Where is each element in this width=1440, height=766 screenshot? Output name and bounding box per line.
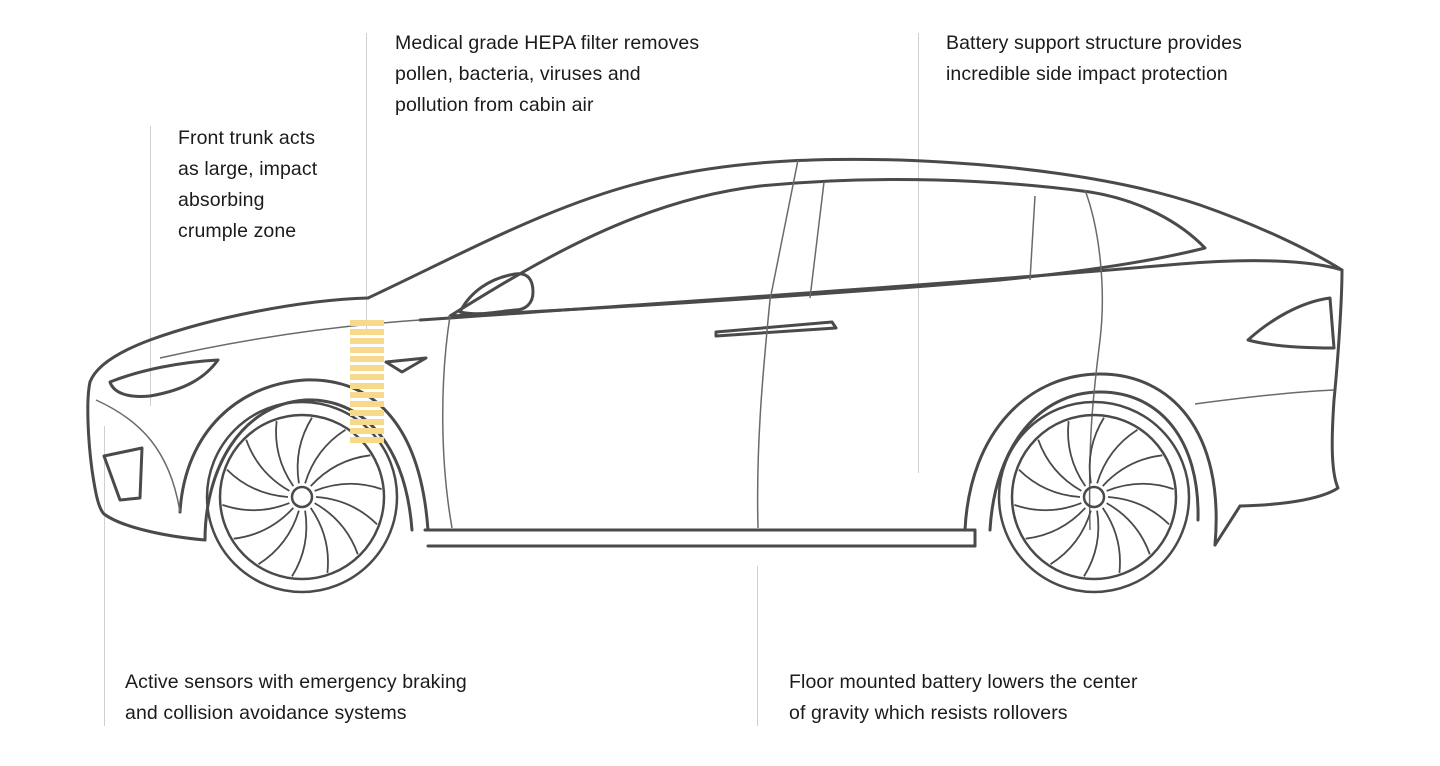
front-bumper-outline (86, 380, 207, 542)
hepa-highlight-bar (350, 356, 384, 362)
front-wheel-spoke (309, 507, 329, 573)
hood-outline (88, 296, 370, 384)
front-wheel (205, 400, 399, 594)
hepa-highlight-bar (350, 392, 384, 398)
rear-wheel-spoke (1067, 421, 1087, 487)
front-wheel-spoke (296, 417, 313, 484)
front-wheel-spoke (310, 454, 371, 487)
hepa-line-2: pollen, bacteria, viruses and (395, 63, 641, 85)
hepa-highlight-bar (350, 428, 384, 434)
hepa-highlight-bar (350, 410, 384, 416)
floor-battery-line-1: Floor mounted battery lowers the center (789, 671, 1138, 693)
front-wheel-spoke (222, 502, 290, 512)
hepa-highlight-bar (350, 347, 384, 353)
rear-wheel-spoke (1106, 482, 1174, 492)
front-trunk-leader-line (150, 126, 151, 406)
hepa-highlight-bar (350, 419, 384, 425)
active-sensors-line-2: and collision avoidance systems (125, 702, 407, 724)
tail-lower (1213, 504, 1242, 547)
front-wheel-spoke (245, 439, 290, 492)
belt-line (418, 259, 1344, 322)
front-wheel-arch (178, 378, 430, 532)
front-wheel-spoke (304, 429, 346, 484)
front-wheel-spoke (275, 421, 295, 487)
rear-wheel-spoke (1037, 439, 1082, 492)
window-outline (448, 177, 1207, 318)
front-wheel-spoke (291, 510, 308, 577)
front-wheel-spoke (226, 468, 289, 498)
rear-wheel-spoke (1101, 507, 1121, 573)
b-pillar-inner (809, 181, 825, 299)
rear-wheel-spoke (1102, 454, 1163, 487)
hood-line (159, 319, 421, 359)
door-handle (714, 320, 838, 338)
hepa-highlight-bar (350, 365, 384, 371)
hepa-line-3: pollution from cabin air (395, 94, 594, 116)
front-trunk-line-1: Front trunk acts (178, 127, 316, 149)
battery-structure-callout: Battery support structure provides incre… (946, 28, 1242, 90)
front-trunk-line-2: as large, impact (178, 158, 318, 180)
rear-wheel-spoke (1014, 502, 1082, 512)
front-bumper-line (95, 399, 181, 513)
rear-wheel-spoke (1025, 507, 1086, 540)
taillight-outline (1246, 296, 1336, 350)
battery-structure-line-1: Battery support structure provides (946, 32, 1243, 54)
floor-battery-line-2: of gravity which resists rollovers (789, 702, 1068, 724)
hepa-highlight-bar (350, 401, 384, 407)
hepa-highlight-bar (350, 338, 384, 344)
c-pillar (1029, 195, 1036, 281)
headlight-outline (108, 358, 220, 398)
hepa-highlight-bar (350, 437, 384, 443)
side-mirror-outline (458, 272, 535, 316)
active-sensors-leader-line (104, 426, 105, 726)
b-pillar (756, 159, 799, 529)
rear-wheel-spoke (1018, 468, 1081, 498)
hepa-highlight-bar (350, 383, 384, 389)
roof-outline (366, 157, 1344, 300)
front-wheel-spoke (314, 482, 382, 492)
fog-light-outline (102, 446, 144, 502)
front-trunk-line-3: absorbing (178, 189, 265, 211)
front-wheel-spoke (258, 510, 300, 565)
fender-vent (384, 356, 428, 374)
front-wheel-spoke (233, 507, 294, 540)
battery-structure-leader-line (918, 33, 919, 473)
front-door-cut (441, 315, 453, 529)
hepa-callout: Medical grade HEPA filter removes pollen… (395, 28, 699, 121)
rocker-line (1194, 389, 1335, 405)
front-trunk-line-4: crumple zone (178, 220, 297, 242)
hepa-leader-line (366, 33, 367, 333)
rear-door-cut (1084, 189, 1104, 531)
rear-wheel-arch (963, 372, 1218, 547)
front-wheel-spoke (315, 496, 378, 526)
active-sensors-line-1: Active sensors with emergency braking (125, 671, 467, 693)
hepa-highlight-bar (350, 320, 384, 326)
battery-structure-line-2: incredible side impact protection (946, 63, 1228, 85)
floor-battery-leader-line (757, 566, 758, 726)
rear-wheel-spoke (1083, 510, 1100, 577)
rear-wheel-spoke (1107, 496, 1170, 526)
rear-wheel-spoke (1096, 429, 1138, 484)
rear-outline (1238, 268, 1344, 508)
hepa-highlight-bar (350, 329, 384, 335)
hepa-line-1: Medical grade HEPA filter removes (395, 32, 700, 54)
rear-wheel-spoke (1106, 502, 1151, 555)
front-trunk-callout: Front trunk acts as large, impact absorb… (178, 123, 317, 247)
hepa-highlight-bar (350, 374, 384, 380)
front-wheel-spoke (314, 502, 359, 555)
floor-battery-callout: Floor mounted battery lowers the center … (789, 667, 1138, 729)
rear-wheel-spoke (1050, 510, 1092, 565)
rear-wheel (997, 400, 1191, 594)
hepa-filter-highlight (350, 320, 384, 443)
active-sensors-callout: Active sensors with emergency braking an… (125, 667, 467, 729)
rear-wheel-spoke (1088, 417, 1105, 484)
